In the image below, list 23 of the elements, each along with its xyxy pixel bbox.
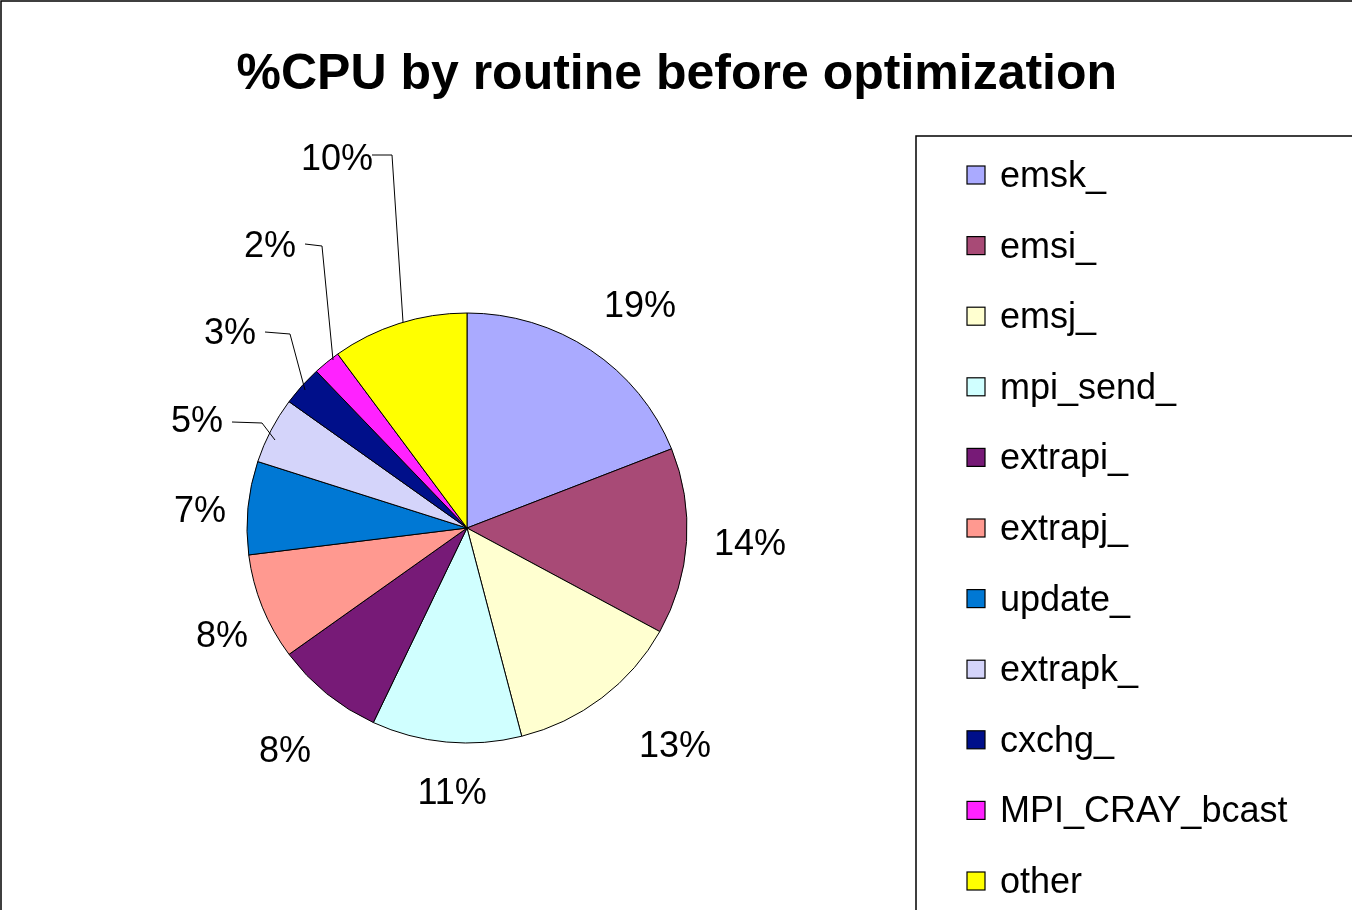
chart-title: %CPU by routine before optimization [236,44,1118,100]
data-label: 2% [244,225,297,265]
legend-label: mpi_send_ [1000,366,1177,407]
data-label: 19% [604,285,677,325]
data-label: 5% [171,400,224,440]
legend-label: cxchg_ [1000,719,1115,760]
data-label: 8% [196,615,249,655]
data-label: 14% [714,523,787,563]
data-label: 7% [174,490,227,530]
legend-label: MPI_CRAY_bcast [1000,790,1288,830]
data-label: 13% [639,725,712,765]
legend-label: update_ [1000,578,1131,619]
legend-label: emsk_ [1000,155,1107,195]
legend-label: emsj_ [1000,296,1097,336]
legend-label: emsi_ [1000,225,1097,266]
legend-label: extrapi_ [1000,437,1129,477]
legend-label: extrapk_ [1000,649,1139,689]
data-label: 11% [417,772,487,812]
data-label: 8% [259,730,312,770]
data-label: 3% [204,312,257,352]
data-label: 10% [301,138,374,178]
legend-label: other [1000,861,1083,901]
legend-label: extrapj_ [1000,508,1129,548]
